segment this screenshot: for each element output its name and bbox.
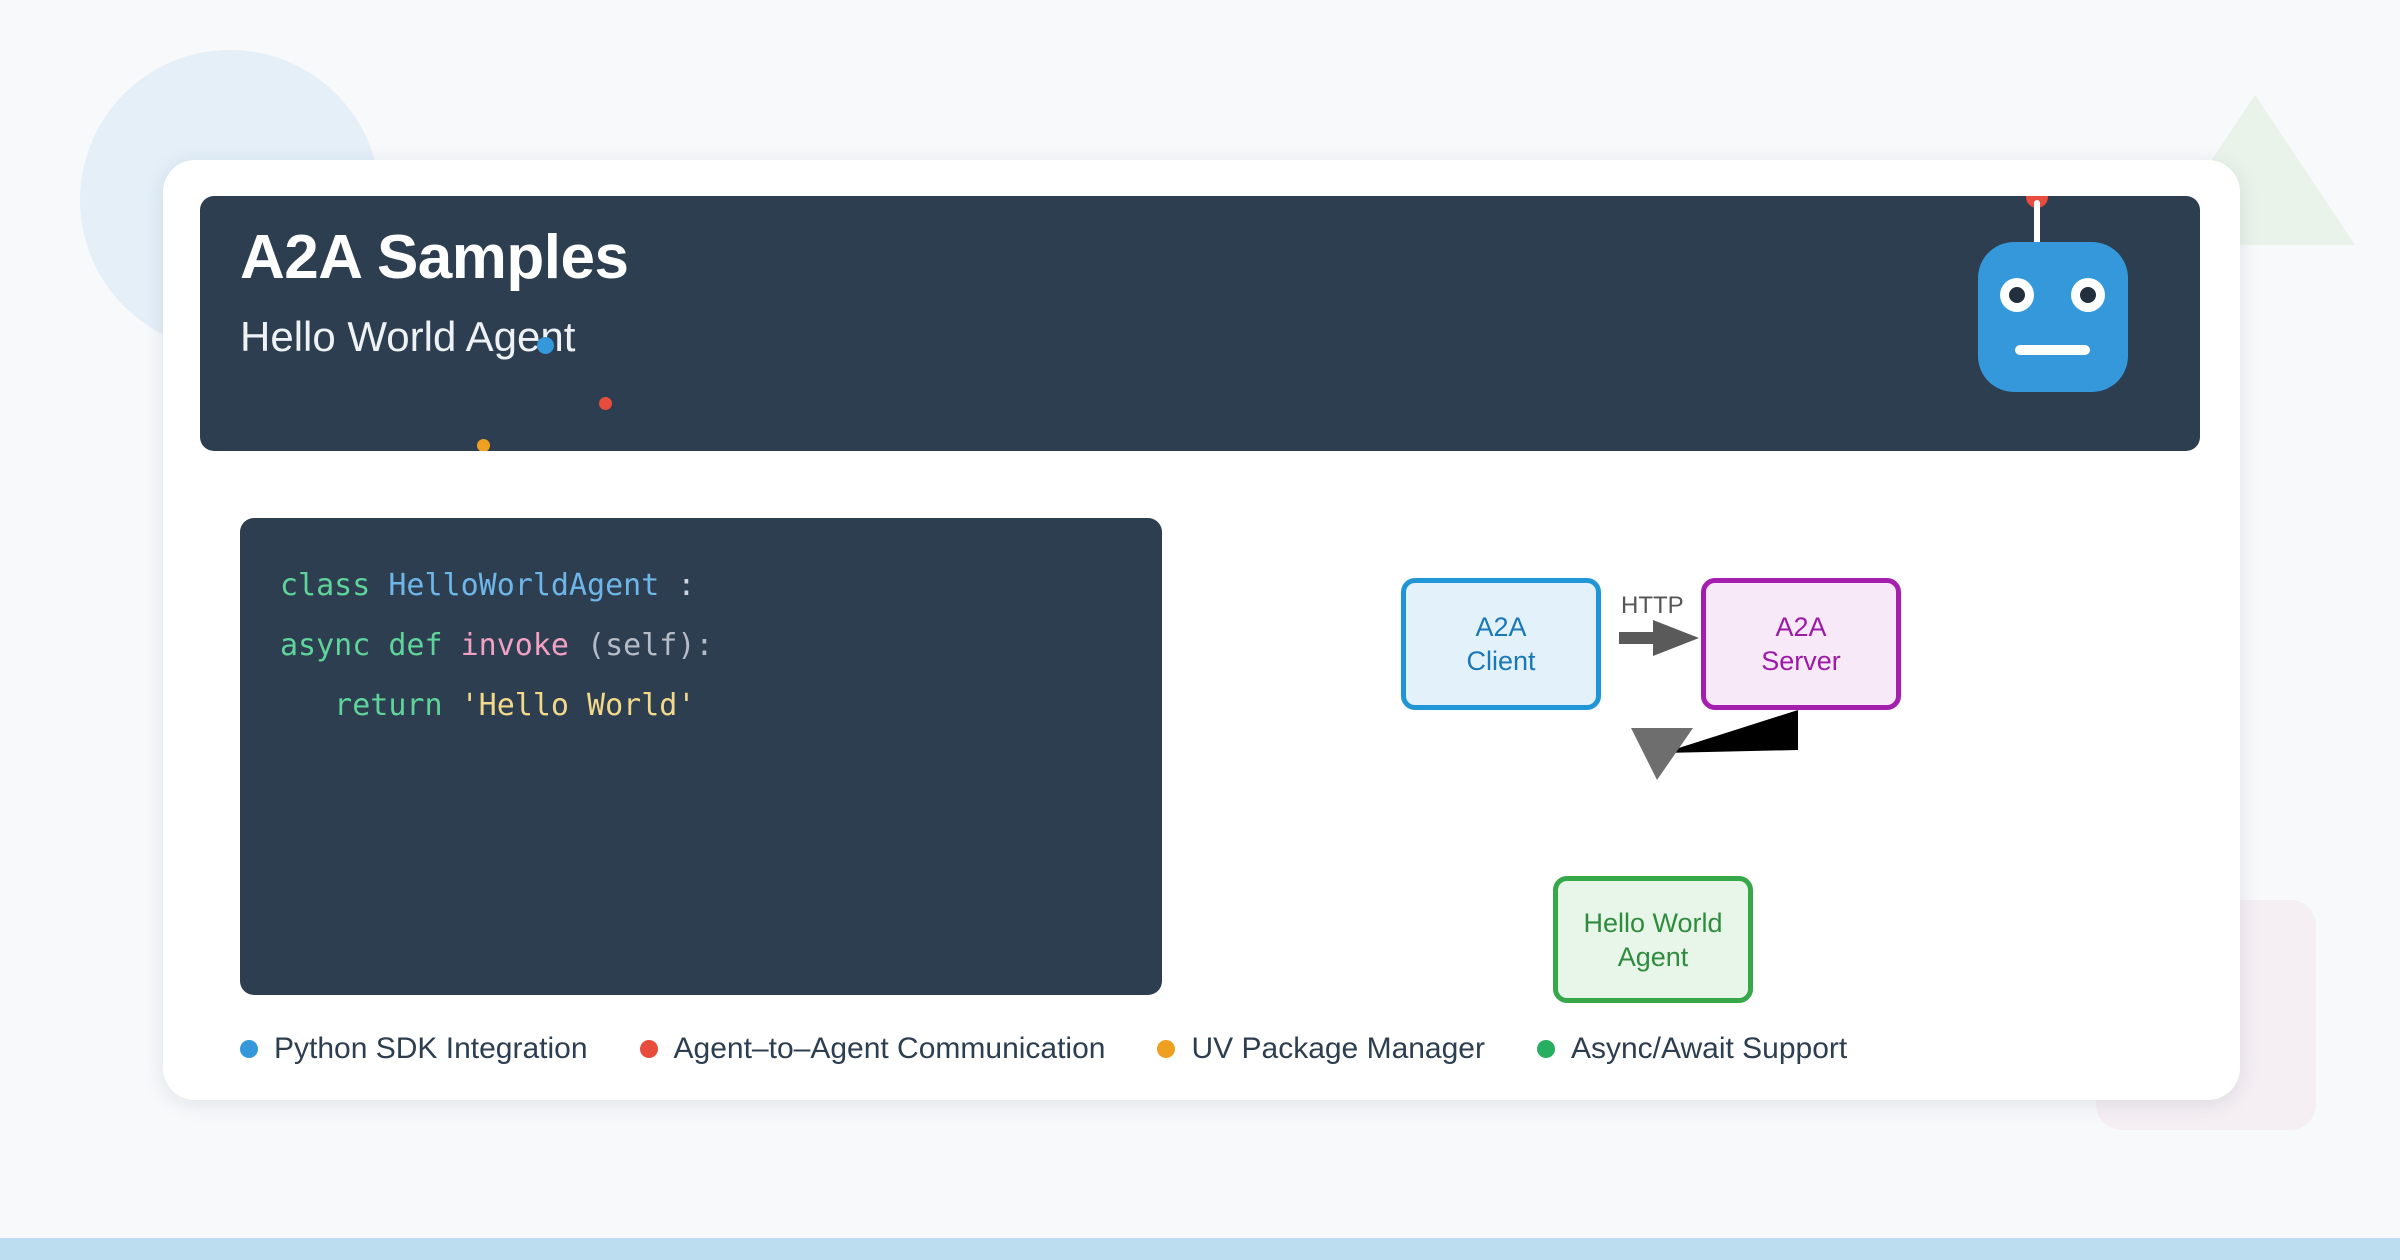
code-token: return bbox=[280, 688, 461, 723]
legend-item-label: UV Package Manager bbox=[1191, 1032, 1485, 1065]
legend-dot-icon bbox=[1536, 1040, 1555, 1058]
code-token: ( bbox=[569, 628, 606, 663]
slide-card: A2A Samples Hello World Agent class Hell… bbox=[163, 160, 2240, 1100]
diagram-node-server-label: A2A Server bbox=[1761, 612, 1841, 676]
diagram-node-agent[interactable]: Hello World Agent bbox=[1553, 876, 1753, 1003]
feature-legend: Python SDK Integration Agent–to–Agent Com… bbox=[240, 1032, 1899, 1066]
edge-server-to-agent bbox=[1631, 710, 1798, 780]
legend-item: Agent–to–Agent Communication bbox=[639, 1032, 1106, 1066]
diagram-node-server[interactable]: A2A Server bbox=[1701, 578, 1901, 710]
code-line: class HelloWorldAgent : bbox=[280, 556, 1122, 616]
legend-item-label: Async/Await Support bbox=[1570, 1032, 1848, 1065]
robot-mouth-icon bbox=[2015, 345, 2090, 355]
diagram-node-client[interactable]: A2A Client bbox=[1401, 578, 1601, 710]
code-token: ): bbox=[677, 628, 714, 663]
dot-orange bbox=[477, 439, 490, 451]
legend-dot-icon bbox=[240, 1040, 258, 1058]
legend-item-label: Python SDK Integration bbox=[274, 1032, 588, 1065]
page-title: A2A Samples bbox=[240, 223, 629, 292]
code-token: async def bbox=[280, 628, 461, 663]
edge-client-to-server bbox=[1619, 620, 1699, 656]
legend-dot-icon bbox=[639, 1040, 658, 1058]
bottom-accent-strip bbox=[0, 1238, 2400, 1260]
code-token: invoke bbox=[460, 628, 569, 663]
header-panel: A2A Samples Hello World Agent bbox=[200, 196, 2200, 451]
robot-antenna-stem-icon bbox=[2034, 200, 2040, 248]
dot-red bbox=[599, 397, 612, 410]
diagram-connectors bbox=[1619, 620, 1798, 780]
legend-item-label: Agent–to–Agent Communication bbox=[673, 1032, 1106, 1065]
robot-pupil-right-icon bbox=[2080, 287, 2096, 303]
page-subtitle: Hello World Agent bbox=[240, 313, 576, 360]
legend-dot-icon bbox=[1157, 1040, 1176, 1058]
code-token: class bbox=[280, 568, 389, 603]
legend-item: Python SDK Integration bbox=[240, 1032, 588, 1066]
code-token: HelloWorldAgent bbox=[388, 568, 660, 603]
edge-label-http: HTTP bbox=[1621, 592, 1684, 619]
code-token: : bbox=[659, 568, 696, 603]
code-line: async def invoke (self): bbox=[280, 616, 1122, 676]
robot-head-icon bbox=[1978, 242, 2128, 392]
legend-item: UV Package Manager bbox=[1157, 1032, 1485, 1066]
code-token: 'Hello World' bbox=[460, 688, 696, 723]
diagram-node-agent-label: Hello World Agent bbox=[1583, 907, 1723, 972]
robot-icon bbox=[1960, 196, 2190, 426]
robot-eye-right-icon bbox=[2071, 278, 2105, 312]
code-snippet: class HelloWorldAgent :async def invoke … bbox=[240, 518, 1162, 995]
dot-blue bbox=[537, 337, 554, 354]
legend-item: Async/Await Support bbox=[1536, 1032, 1848, 1066]
diagram-node-client-label: A2A Client bbox=[1466, 612, 1536, 676]
architecture-diagram: HTTP A2A Client A2A Server Hello World A… bbox=[1233, 500, 2163, 1003]
robot-eye-left-icon bbox=[2000, 278, 2034, 312]
code-token: self bbox=[605, 628, 678, 663]
code-line: return 'Hello World' bbox=[280, 676, 1122, 736]
robot-pupil-left-icon bbox=[2009, 287, 2025, 303]
